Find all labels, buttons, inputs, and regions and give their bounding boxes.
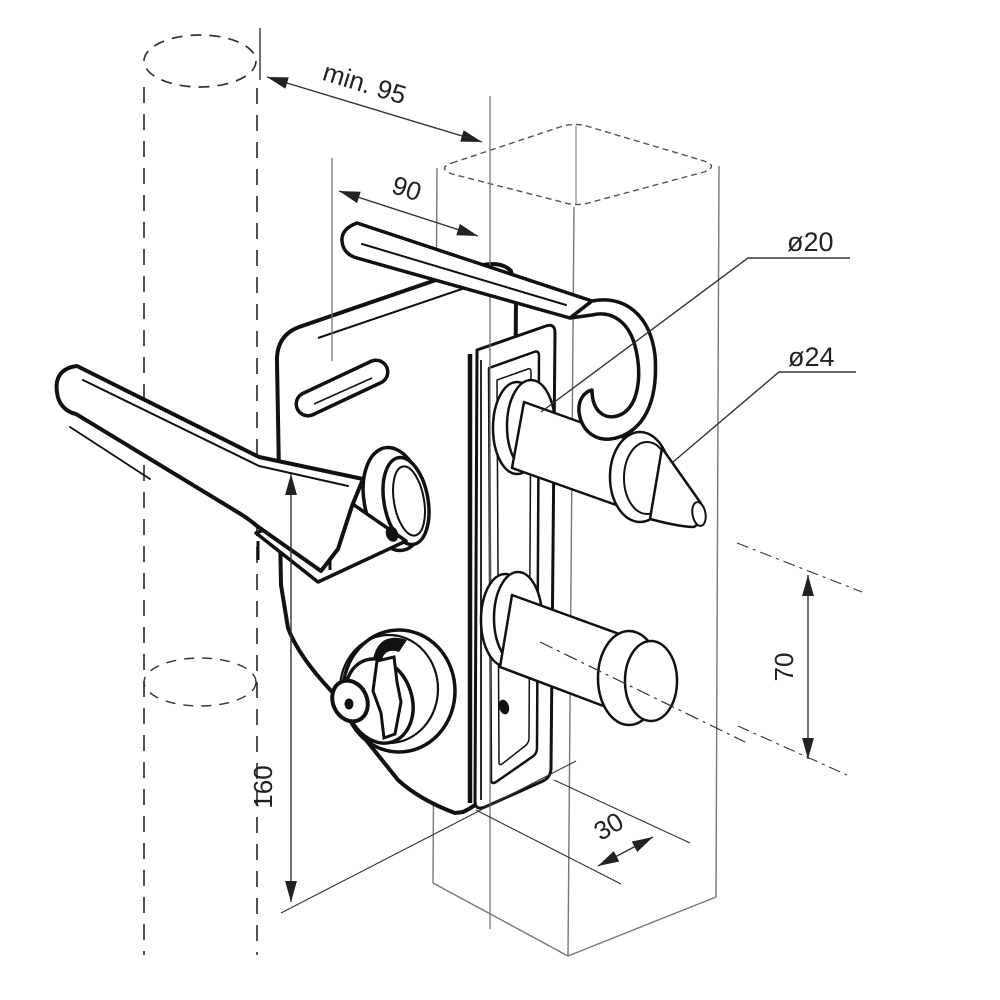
bolt-head-face xyxy=(623,639,679,723)
dim-min-95 xyxy=(259,28,483,143)
dim-160 xyxy=(280,474,577,914)
dimensions xyxy=(259,28,863,914)
cylinder-cam xyxy=(373,637,407,663)
dim-90 xyxy=(338,190,479,237)
key-blade xyxy=(371,655,403,741)
slot-opening xyxy=(294,358,390,418)
dim-dia20-label: ø20 xyxy=(787,227,834,257)
lock-cylinder-key xyxy=(330,628,457,754)
cone-tip-face xyxy=(691,501,707,527)
key-bow-hole xyxy=(344,698,354,710)
dim-30 xyxy=(475,779,691,885)
dim-70-label: 70 xyxy=(769,653,799,682)
dim-160-label: 160 xyxy=(248,765,278,808)
dim-dia20 xyxy=(540,257,850,413)
locking-bolt xyxy=(479,570,746,743)
dim-70 xyxy=(736,542,863,776)
latch-hook xyxy=(568,298,658,441)
set-screw-dot xyxy=(385,526,399,542)
dim-dia24-label: ø24 xyxy=(788,342,835,372)
dim-min-95-label: min. 95 xyxy=(319,57,409,111)
dim-dia24 xyxy=(672,371,856,463)
square-post-top-face xyxy=(443,123,713,206)
plate-screw-dot xyxy=(498,699,510,715)
latch-bolt xyxy=(491,378,707,529)
dim-90-label: 90 xyxy=(388,170,425,207)
bolt-axis-centerline xyxy=(539,641,746,743)
extension-lines-mid xyxy=(331,96,491,929)
